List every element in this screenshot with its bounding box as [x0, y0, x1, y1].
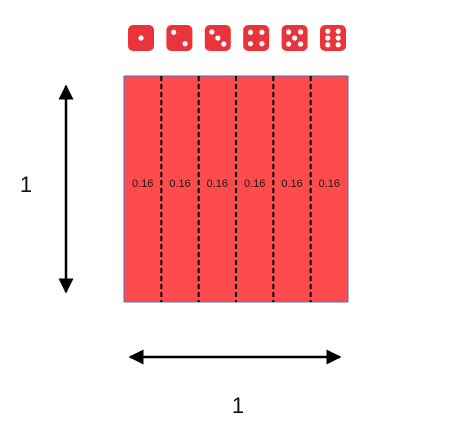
height-dimension: 1	[20, 84, 74, 294]
column-label: 0.16	[132, 178, 153, 190]
die-four-icon	[243, 25, 270, 51]
die-pip	[335, 28, 341, 34]
die-pip	[297, 41, 304, 47]
die-six-icon	[320, 25, 346, 51]
die-three-icon	[204, 25, 231, 51]
die-pip	[138, 35, 144, 41]
die-pip	[247, 41, 254, 47]
die-pip	[286, 29, 292, 35]
die-pip	[209, 29, 215, 35]
die-pip	[325, 42, 331, 48]
die-two-icon	[166, 25, 193, 51]
width-label: 1	[232, 393, 244, 418]
die-pip	[292, 35, 298, 41]
column-label: 0.16	[319, 178, 340, 190]
die-pip	[259, 41, 265, 47]
die-pip	[259, 29, 265, 35]
die-face	[320, 25, 346, 51]
unit-square: 0.16 0.16 0.16 0.16 0.16 0.16	[123, 75, 349, 303]
die-pip	[325, 28, 331, 34]
die-face	[166, 25, 193, 51]
height-label: 1	[20, 172, 32, 197]
dice-row	[128, 25, 346, 51]
die-pip	[215, 35, 221, 41]
die-pip	[335, 35, 341, 41]
die-pip	[247, 29, 254, 35]
die-face	[243, 25, 270, 51]
column-label: 0.16	[281, 178, 302, 190]
die-pip	[286, 41, 292, 47]
die-pip	[297, 29, 304, 35]
column-label: 0.16	[169, 178, 190, 190]
width-dimension: 1	[128, 349, 342, 418]
die-pip	[171, 29, 177, 35]
die-one-icon	[128, 25, 154, 51]
die-pip	[325, 35, 331, 41]
column-labels: 0.16 0.16 0.16 0.16 0.16 0.16	[132, 178, 340, 190]
column-dividers	[160, 76, 312, 302]
die-pip	[221, 41, 227, 47]
die-pip	[335, 42, 341, 48]
column-label: 0.16	[244, 178, 265, 190]
column-label: 0.16	[207, 178, 228, 190]
die-five-icon	[281, 25, 308, 51]
die-pip	[182, 41, 188, 47]
